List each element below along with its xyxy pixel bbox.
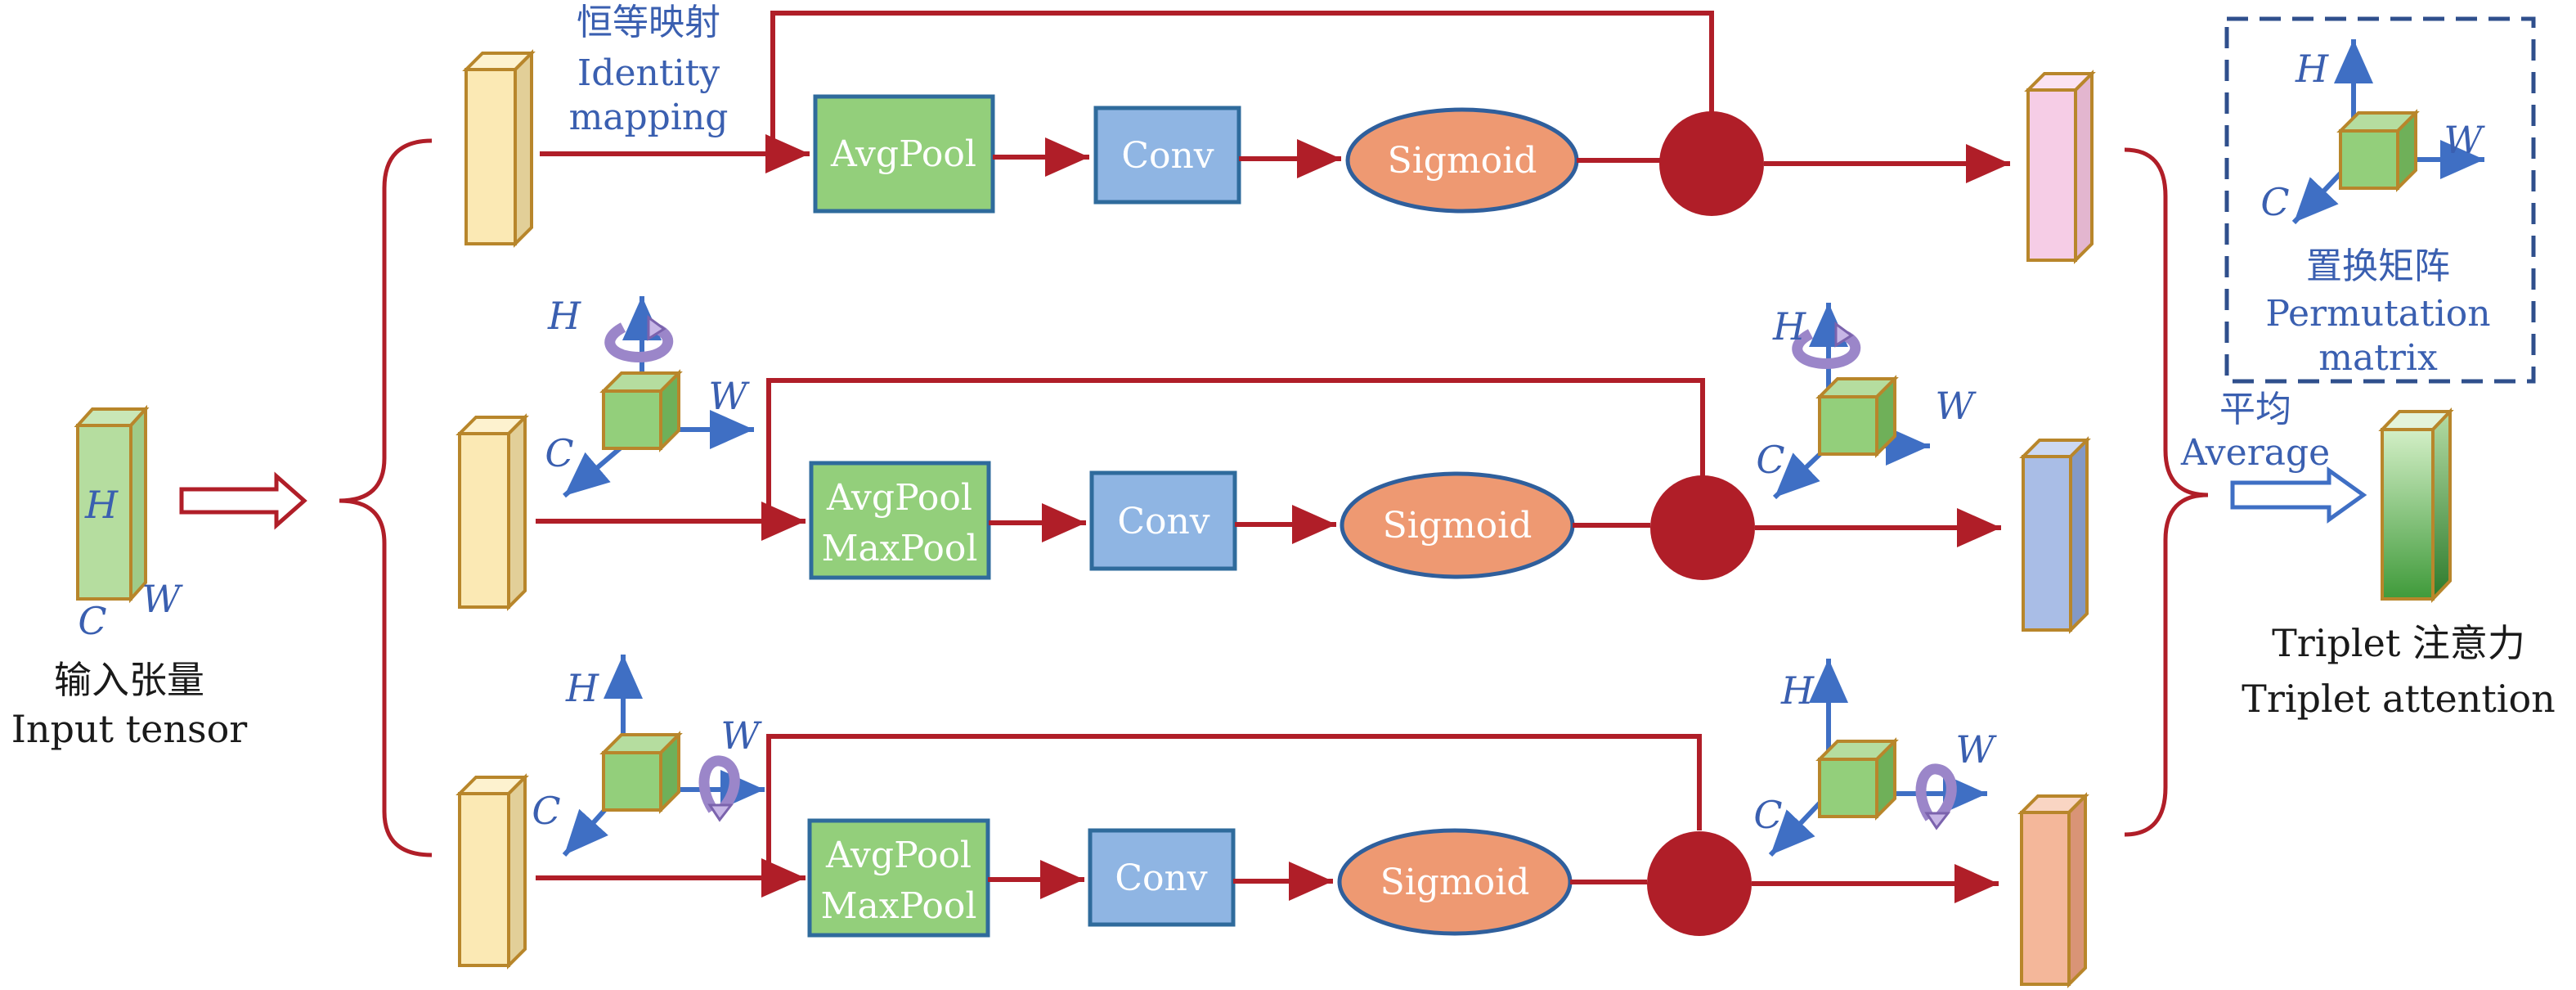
branch-2-output-bar	[2019, 436, 2091, 634]
output-label-2: Triplet attention	[2242, 677, 2556, 721]
branch-1-avgpool-box	[813, 94, 995, 214]
branch-3-conv-label: Conv	[1115, 857, 1207, 899]
left-brace	[339, 138, 433, 857]
branch-2-pool-box	[809, 461, 991, 580]
legend-axis-c: C	[2260, 180, 2289, 224]
rotate-w-icon	[698, 755, 740, 814]
branch-3-out-axis-c: C	[1753, 793, 1782, 837]
branch-2-out-axis-w: W	[1935, 384, 1977, 428]
input-tensor	[74, 404, 150, 604]
branch-1-avgpool-label: AvgPool	[830, 133, 976, 175]
branch-1-feature-bar	[462, 49, 536, 248]
branch-3-pool-box	[807, 818, 990, 938]
branch-3-pool-label-1: AvgPool	[825, 835, 972, 876]
branch-2-axis-w: W	[708, 374, 750, 418]
branch-1-sigmoid-label: Sigmoid	[1388, 140, 1537, 182]
input-dim-c: C	[78, 599, 106, 643]
branch-2-out-axis-h: H	[1772, 304, 1806, 349]
branch-3-out-axis-h: H	[1780, 668, 1815, 713]
identity-label-en-1: Identity	[577, 52, 720, 94]
average-label-cn: 平均	[2219, 389, 2291, 430]
branch-3-multiply-node	[1647, 831, 1752, 936]
branch-1-conv-box	[1093, 106, 1241, 205]
branch-3-inverse-rotation-axes	[1768, 659, 1987, 857]
branch-3-axis-c: C	[532, 789, 560, 833]
rotate-w-inverse-icon	[1915, 763, 1957, 822]
branch-2-axis-h: H	[547, 294, 581, 338]
permutation-legend-axes	[2291, 39, 2484, 225]
branch-3-sigmoid-label: Sigmoid	[1380, 862, 1530, 903]
average-label-en: Average	[2180, 432, 2330, 474]
branch-2-conv-label: Conv	[1117, 501, 1209, 542]
output-label-1: Triplet 注意力	[2272, 621, 2525, 665]
legend-axis-w: W	[2444, 118, 2485, 162]
branch-3-pool-label-2: MaxPool	[821, 885, 977, 927]
input-dim-h: H	[84, 483, 119, 527]
rotate-h-icon	[604, 322, 673, 362]
branch-2-axis-c: C	[545, 431, 573, 475]
branch-2-feature-bar	[456, 413, 529, 611]
permutation-label-en-2: matrix	[2318, 337, 2438, 379]
branch-3-feature-bar	[456, 773, 529, 970]
branch-1-multiply-node	[1659, 111, 1764, 216]
identity-label-en-2: mapping	[569, 97, 729, 138]
branch-2-inverse-rotation-axes	[1772, 303, 1930, 500]
hollow-arrow-average	[2230, 466, 2367, 524]
branch-3-rotation-axes	[562, 655, 765, 857]
branch-3-output-bar	[2017, 792, 2089, 988]
branch-2-sigmoid-label: Sigmoid	[1383, 505, 1533, 547]
branch-3-out-axis-w: W	[1955, 727, 1997, 772]
branch-2-rotation-axes	[563, 296, 754, 498]
input-dim-w: W	[141, 577, 183, 621]
identity-label-cn: 恒等映射	[577, 2, 720, 43]
hollow-arrow-input	[179, 471, 307, 530]
branch-1-conv-label: Conv	[1121, 135, 1214, 177]
branch-2-conv-box	[1089, 470, 1237, 571]
branch-2-pool-label-2: MaxPool	[822, 528, 978, 569]
branch-3-conv-box	[1088, 828, 1236, 927]
permutation-label-en-1: Permutation	[2265, 293, 2490, 335]
branch-3-axis-w: W	[720, 713, 762, 758]
branch-2-out-axis-c: C	[1756, 438, 1784, 482]
input-label-en: Input tensor	[11, 707, 248, 751]
permutation-label-cn: 置换矩阵	[2306, 245, 2450, 287]
branch-1-output-bar	[2024, 70, 2096, 264]
triplet-attention-output-bar	[2378, 407, 2454, 603]
branch-2-pool-label-1: AvgPool	[826, 477, 972, 519]
right-brace	[2124, 147, 2209, 837]
branch-2-multiply-node	[1650, 475, 1755, 580]
legend-axis-h: H	[2295, 47, 2329, 91]
branch-3-axis-h: H	[565, 666, 599, 710]
rotate-h-inverse-icon	[1792, 328, 1860, 369]
permutation-legend-box	[2224, 16, 2536, 384]
input-label-cn: 输入张量	[54, 658, 204, 702]
